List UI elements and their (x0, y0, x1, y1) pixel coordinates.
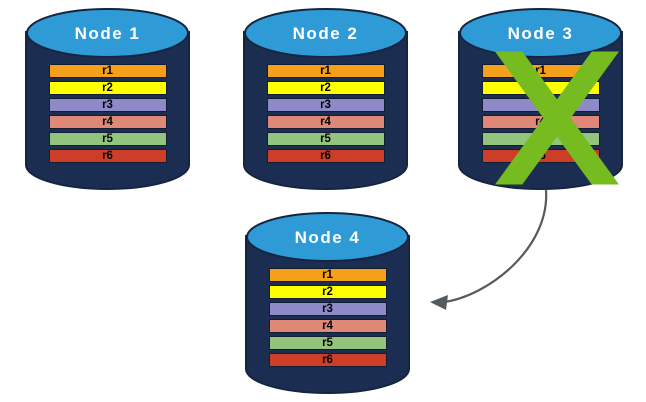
cylinder-top-lid (244, 8, 407, 58)
row-r4[interactable]: r4 (481, 115, 600, 129)
row-r2[interactable]: r2 (268, 285, 387, 299)
cylinder-top-lid (459, 8, 622, 58)
arrow-curve (443, 189, 548, 304)
row-r4[interactable]: r4 (268, 319, 387, 333)
row-r3[interactable]: r3 (266, 98, 385, 112)
row-r3[interactable]: r3 (48, 98, 167, 112)
cylinder-top-lid (246, 212, 409, 262)
row-r4[interactable]: r4 (48, 115, 167, 129)
row-r1[interactable]: r1 (266, 64, 385, 78)
row-r6[interactable]: r6 (266, 149, 385, 163)
row-r6[interactable]: r6 (48, 149, 167, 163)
row-r4[interactable]: r4 (266, 115, 385, 129)
cylinder-top-lid (26, 8, 189, 58)
row-r1[interactable]: r1 (268, 268, 387, 282)
row-r6[interactable]: r6 (268, 353, 387, 367)
row-r1[interactable]: r1 (48, 64, 167, 78)
row-r5[interactable]: r5 (268, 336, 387, 350)
row-r5[interactable]: r5 (266, 132, 385, 146)
row-r3[interactable]: r3 (481, 98, 600, 112)
row-r3[interactable]: r3 (268, 302, 387, 316)
row-r6[interactable]: r6 (481, 149, 600, 163)
row-r2[interactable]: r2 (266, 81, 385, 95)
row-r1[interactable]: r1 (481, 64, 600, 78)
row-r5[interactable]: r5 (48, 132, 167, 146)
row-r5[interactable]: r5 (481, 132, 600, 146)
row-r2[interactable]: r2 (481, 81, 600, 95)
arrow-head-icon (430, 295, 448, 310)
row-r2[interactable]: r2 (48, 81, 167, 95)
